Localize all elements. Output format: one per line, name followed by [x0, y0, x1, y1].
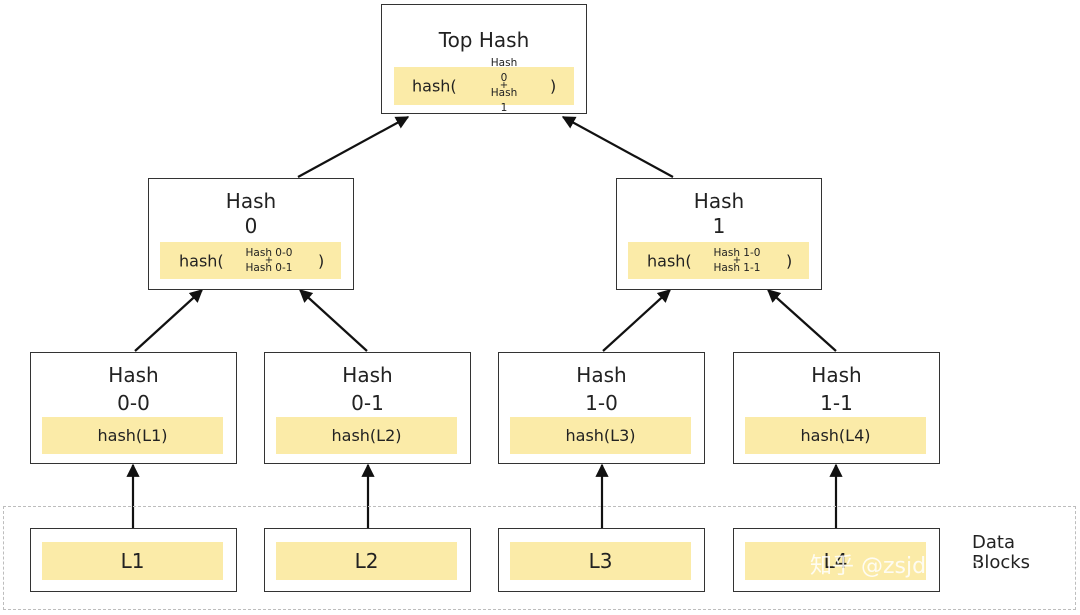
formula-box: hash(L1)	[42, 417, 223, 454]
node-title-line2: 1-0	[585, 391, 618, 415]
node-title-line1: Hash	[693, 189, 745, 213]
formula-box: hash(L2)	[276, 417, 457, 454]
leaf-l1-node: L1	[30, 528, 237, 592]
formula-line-1: Hash 0-0	[245, 246, 293, 259]
top-hash-node: Top Hash hash( Hash 0 Hash 1 + )	[381, 4, 587, 114]
node-title-line2: 1	[712, 214, 726, 238]
leaf-label: L1	[42, 542, 223, 580]
formula-stack: Hash 0 Hash 1 +	[486, 56, 522, 116]
leaf-l4-node: L4	[733, 528, 940, 592]
formula-line-2: Hash 1	[490, 87, 518, 114]
leaf-label: L4	[745, 542, 926, 580]
data-blocks-label-line2: Blocks	[972, 552, 1031, 573]
formula-plus: +	[732, 254, 742, 266]
formula-box: hash( Hash 1-0 Hash 1-1 + )	[628, 242, 809, 279]
node-title-line1: Hash	[108, 363, 159, 387]
formula-stack: Hash 1-0 Hash 1-1 +	[712, 246, 762, 276]
formula-line-1: Hash 0	[490, 57, 518, 84]
formula-box: hash( Hash 0-0 Hash 0-1 + )	[160, 242, 341, 279]
node-title-line2: 0	[244, 214, 258, 238]
arrow-hash0-to-top	[297, 116, 410, 178]
formula-box: hash( Hash 0 Hash 1 + )	[394, 57, 574, 114]
arrow-hash10-to-hash1	[602, 289, 671, 352]
formula-box: hash(L4)	[745, 417, 926, 454]
hash-0-0-node: Hash 0-0 hash(L1)	[30, 352, 237, 464]
formula-close: )	[786, 251, 793, 270]
leaf-l3-node: L3	[498, 528, 705, 592]
formula-close: )	[318, 251, 325, 270]
leaf-label: L3	[510, 542, 691, 580]
formula-plus: +	[264, 254, 274, 266]
hash-1-node: Hash 1 hash( Hash 1-0 Hash 1-1 + )	[616, 178, 822, 290]
node-title-line1: Hash	[811, 363, 862, 387]
node-title-line2: 0-1	[351, 391, 384, 415]
node-title: Top Hash	[438, 28, 530, 52]
data-blocks-region	[3, 506, 1076, 610]
node-title-line1: Hash	[576, 363, 627, 387]
hash-0-1-node: Hash 0-1 hash(L2)	[264, 352, 471, 464]
node-title-line2: 0-0	[117, 391, 150, 415]
node-title-line1: Hash	[342, 363, 393, 387]
hash-0-node: Hash 0 hash( Hash 0-0 Hash 0-1 + )	[148, 178, 354, 290]
formula-line-2: Hash 1-1	[713, 261, 761, 274]
formula-line-2: Hash 0-1	[245, 261, 293, 274]
formula-close: )	[550, 76, 557, 96]
watermark: 知乎 @zsjdhuijn	[810, 554, 981, 579]
formula-plus: +	[499, 79, 509, 91]
leaf-label: L2	[276, 542, 457, 580]
hash-1-0-node: Hash 1-0 hash(L3)	[498, 352, 705, 464]
node-title-line1: Hash	[225, 189, 277, 213]
data-blocks-label: Data Blocks	[972, 533, 1030, 573]
formula-line-1: Hash 1-0	[713, 246, 761, 259]
arrow-hash00-to-hash0	[134, 289, 203, 352]
node-title-line2: 1-1	[820, 391, 853, 415]
formula-stack: Hash 0-0 Hash 0-1 +	[244, 246, 294, 276]
formula-fn: hash(	[647, 251, 692, 270]
arrow-hash01-to-hash0	[299, 289, 368, 352]
hash-1-1-node: Hash 1-1 hash(L4)	[733, 352, 940, 464]
arrow-hash11-to-hash1	[767, 289, 837, 352]
leaf-l2-node: L2	[264, 528, 471, 592]
arrow-hash1-to-top	[561, 116, 674, 178]
formula-fn: hash(	[412, 76, 457, 96]
formula-box: hash(L3)	[510, 417, 691, 454]
formula-fn: hash(	[179, 251, 224, 270]
data-blocks-label-line1: Data	[972, 532, 1015, 553]
